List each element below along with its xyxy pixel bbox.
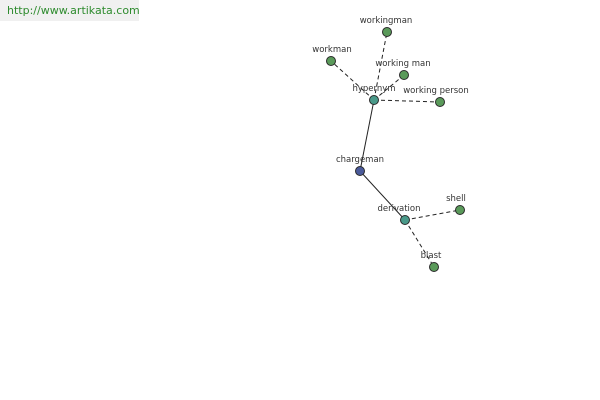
edge-chargeman-hypernym: [359, 99, 375, 172]
node-label-chargeman[interactable]: chargeman: [336, 155, 384, 165]
node-workman[interactable]: [326, 56, 336, 66]
node-working-person[interactable]: [435, 97, 445, 107]
graph-edges: [330, 31, 461, 268]
node-label-working-person[interactable]: working person: [403, 86, 469, 96]
node-label-hypernym[interactable]: hypernym: [352, 84, 395, 94]
edge-hypernym-working-person: [373, 99, 441, 103]
node-chargeman[interactable]: [355, 166, 365, 176]
node-label-workingman[interactable]: workingman: [360, 16, 413, 26]
edge-hypernym-workingman: [373, 31, 388, 101]
node-derivation[interactable]: [400, 215, 410, 225]
node-hypernym[interactable]: [369, 95, 379, 105]
graph-nodes: [326, 27, 465, 272]
edge-derivation-shell: [404, 209, 461, 221]
graph-labels: chargeman hypernym derivation workingman wor…: [312, 16, 469, 261]
node-shell[interactable]: [455, 205, 465, 215]
edge-derivation-blast: [404, 219, 435, 268]
node-label-working-man[interactable]: working man: [375, 59, 430, 69]
edge-chargeman-derivation: [359, 170, 406, 221]
edge-hypernym-workman: [330, 60, 375, 101]
node-workingman[interactable]: [382, 27, 392, 37]
node-label-shell[interactable]: shell: [446, 194, 466, 204]
node-label-derivation[interactable]: derivation: [377, 204, 420, 214]
node-label-blast[interactable]: blast: [421, 251, 442, 261]
site-url-link[interactable]: http://www.artikata.com: [0, 0, 139, 21]
node-blast[interactable]: [429, 262, 439, 272]
node-label-workman[interactable]: workman: [312, 45, 351, 55]
node-working-man[interactable]: [399, 70, 409, 80]
